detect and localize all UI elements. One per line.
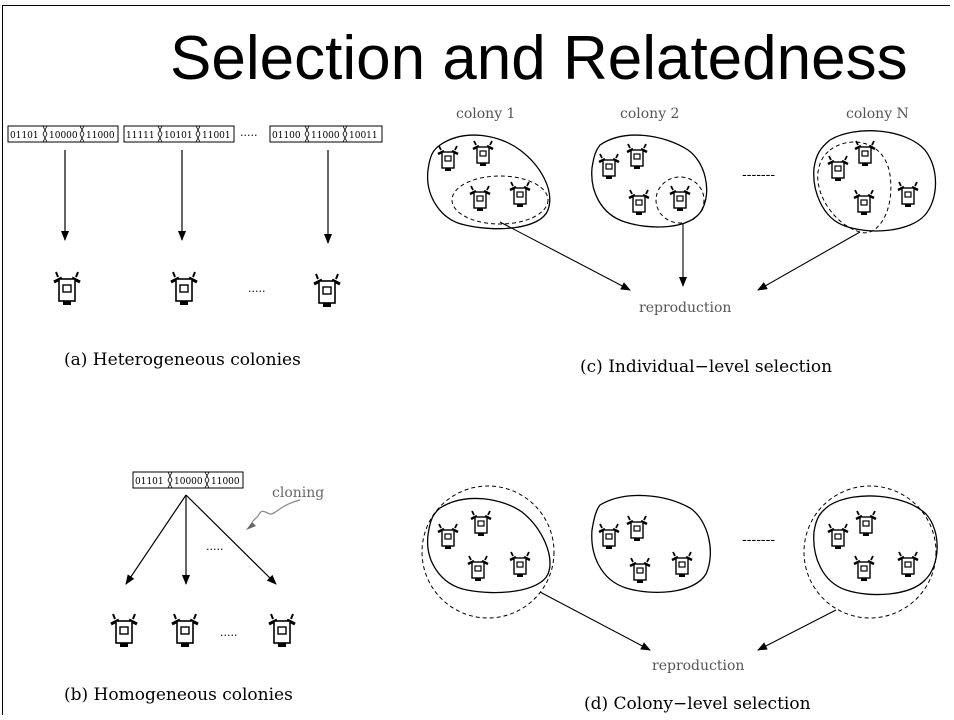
colony-2-blob (591, 494, 711, 593)
robot-icon (853, 139, 877, 168)
colony-n-blob (813, 495, 938, 596)
robot-icon (826, 522, 850, 551)
genome-3-seg-2: 11000 (311, 131, 340, 141)
reproduction-label: reproduction (652, 658, 744, 674)
robot-icon (169, 270, 199, 307)
colony-1-blob (427, 134, 551, 230)
arrow-c-3 (757, 231, 861, 291)
cloning-squiggle (251, 499, 301, 523)
cloning-squiggle-head (246, 522, 256, 530)
robot-icon (312, 272, 342, 309)
genome-2-seg-2: 10101 (164, 131, 193, 141)
robot-icon (436, 144, 460, 173)
genome-3-seg-3: 10011 (349, 131, 378, 141)
robot-icon (267, 612, 297, 649)
robot-icon (627, 188, 651, 217)
arrow-b-3 (185, 494, 277, 585)
caption-d: (d) Colony−level selection (584, 694, 811, 714)
robot-icon (170, 612, 200, 649)
robot-ellipsis: ..... (220, 626, 237, 639)
robot-icon (508, 180, 532, 209)
slide-frame (2, 5, 950, 715)
clone-genome-seg-1: 01101 (135, 477, 164, 487)
genome-strip-1: 01101 10000 11000 (7, 125, 119, 143)
selected-group-ring (817, 141, 892, 234)
colony-n-blob (813, 130, 937, 232)
colony-2-blob (591, 134, 708, 228)
robot-icon (466, 554, 490, 583)
selected-colony-ring (421, 485, 555, 619)
genome-2-seg-3: 11001 (202, 131, 231, 141)
clone-genome-seg-3: 11000 (211, 477, 240, 487)
selected-group-ring (451, 175, 549, 225)
panel-a: 01101 10000 11000 11111 10101 11001 ....… (7, 125, 383, 370)
colony-2-label: colony 2 (620, 106, 679, 122)
genome-strip-2: 11111 10101 11001 (123, 125, 235, 143)
robot-icon (597, 522, 621, 551)
robot-icon (625, 514, 649, 543)
robot-icon (471, 139, 495, 168)
caption-c: (c) Individual−level selection (580, 357, 832, 377)
genome-1-seg-3: 11000 (86, 131, 115, 141)
genome-1-seg-1: 01101 (10, 131, 39, 141)
panel-d: ------- reproduction (d) Colony−level se… (421, 485, 938, 714)
slide-title: Selection and Relatedness (170, 24, 908, 93)
colony-dashes: ------- (742, 532, 775, 548)
robot-icon (625, 142, 649, 171)
colony-1-label: colony 1 (456, 106, 515, 122)
selected-colony-ring (803, 485, 937, 619)
caption-b: (b) Homogeneous colonies (64, 685, 293, 705)
robot-icon (896, 550, 920, 579)
selected-individual-ring (655, 176, 705, 224)
genome-strip-3: 01100 11000 10011 (269, 125, 383, 143)
robot-icon (670, 550, 694, 579)
arrow-d-1 (539, 591, 651, 651)
panel-c: colony 1 colony 2 colony N ------- repro… (427, 106, 937, 377)
genome-3-seg-1: 01100 (272, 131, 301, 141)
colony-1-blob (426, 497, 551, 594)
reproduction-label: reproduction (639, 300, 731, 316)
colony-n-label: colony N (846, 106, 909, 122)
robot-icon (508, 550, 532, 579)
robot-icon (668, 184, 692, 213)
robot-icon (468, 184, 492, 213)
cloning-label: cloning (272, 485, 324, 501)
panel-b: 01101 10000 11000 cloning ..... ..... (b… (64, 471, 324, 705)
robot-icon (52, 270, 82, 307)
arrow-d-2 (757, 609, 837, 651)
robot-icon (628, 556, 652, 585)
robot-icon (436, 522, 460, 551)
arrow-c-1 (499, 221, 631, 291)
arrow-b-1 (125, 494, 187, 585)
robot-icon (852, 188, 876, 217)
robot-icon (852, 554, 876, 583)
genome-1-seg-2: 10000 (49, 131, 78, 141)
colony-dashes: ------- (742, 167, 775, 183)
genome-2-seg-1: 11111 (126, 131, 155, 141)
robot-icon (597, 152, 621, 181)
caption-a: (a) Heterogeneous colonies (64, 350, 301, 370)
robot-icon (469, 509, 493, 538)
robot-icon (826, 154, 850, 183)
arrow-ellipsis: ..... (206, 540, 223, 553)
robot-icon (896, 180, 920, 209)
genome-strip-clone: 01101 10000 11000 (132, 471, 244, 489)
robot-icon (109, 612, 139, 649)
robot-icon (854, 509, 878, 538)
robot-ellipsis: ..... (248, 282, 265, 295)
genome-ellipsis: ..... (240, 126, 257, 139)
clone-genome-seg-2: 10000 (174, 477, 203, 487)
